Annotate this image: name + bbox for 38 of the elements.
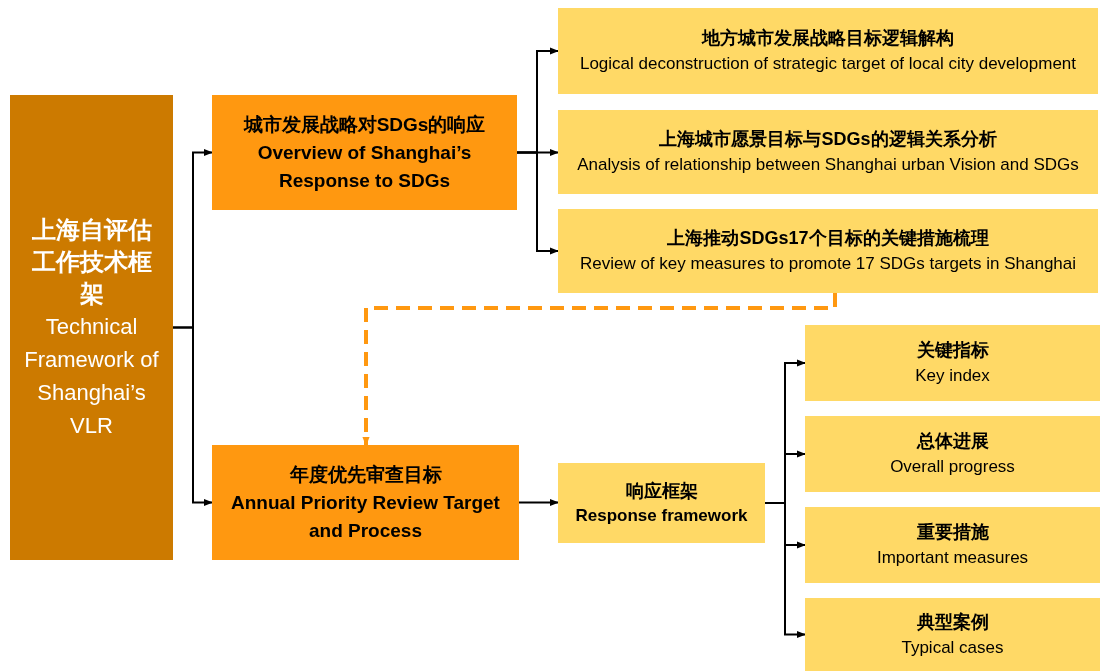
- chinese-heading: 城市发展战略对SDGs的响应: [243, 112, 486, 137]
- english-text: Review of key measures to promote 17 SDGs targets in Shanghai: [579, 253, 1077, 275]
- english-text: Overview of Shanghai’s Response to SDGs: [256, 140, 473, 193]
- process-box: [212, 445, 519, 560]
- chinese-heading: 年度优先审查目标: [289, 462, 442, 487]
- english-text: Logical deconstruction of strategic target of local city development: [579, 53, 1077, 75]
- process-box: [805, 416, 1100, 492]
- process-box: [805, 325, 1100, 401]
- chinese-heading: 响应框架: [625, 480, 698, 503]
- english-text: Typical cases: [901, 636, 1004, 659]
- arrow: [172, 326, 213, 507]
- chinese-heading: 重要措施: [916, 521, 989, 544]
- english-text: Technical Framework of Shanghai’s VLR: [23, 312, 160, 440]
- chinese-heading: 关键指标: [916, 339, 989, 362]
- process-box: [558, 463, 765, 543]
- arrow: [516, 151, 559, 255]
- chinese-heading: 典型案例: [916, 610, 989, 634]
- dashed-arrow: [362, 293, 837, 446]
- chinese-heading: 上海推动SDGs17个目标的关键措施梳理: [667, 227, 989, 250]
- english-text: Response framework: [575, 505, 748, 527]
- chinese-heading: 地方城市发展战略目标逻辑解构: [702, 27, 954, 50]
- english-text: Analysis of relationship between Shanghai urban Vision and SDGs: [577, 154, 1079, 176]
- process-box: [558, 209, 1098, 293]
- process-box: [10, 95, 173, 560]
- english-text: Overall progress: [890, 456, 1015, 478]
- arrow: [518, 498, 559, 507]
- process-box: [805, 598, 1100, 671]
- arrow: [764, 502, 806, 639]
- english-text: Important measures: [876, 547, 1029, 569]
- chinese-heading: 上海自评估工作技术框架: [31, 214, 152, 309]
- english-text: Key index: [915, 365, 990, 387]
- process-box: [558, 110, 1098, 194]
- chinese-heading: 上海城市愿景目标与SDGs的逻辑关系分析: [659, 128, 997, 151]
- process-box: [558, 8, 1098, 94]
- chinese-heading: 总体进展: [916, 430, 989, 453]
- english-text: Annual Priority Review Target and Process: [230, 490, 501, 543]
- process-box: [212, 95, 517, 210]
- process-box: [805, 507, 1100, 583]
